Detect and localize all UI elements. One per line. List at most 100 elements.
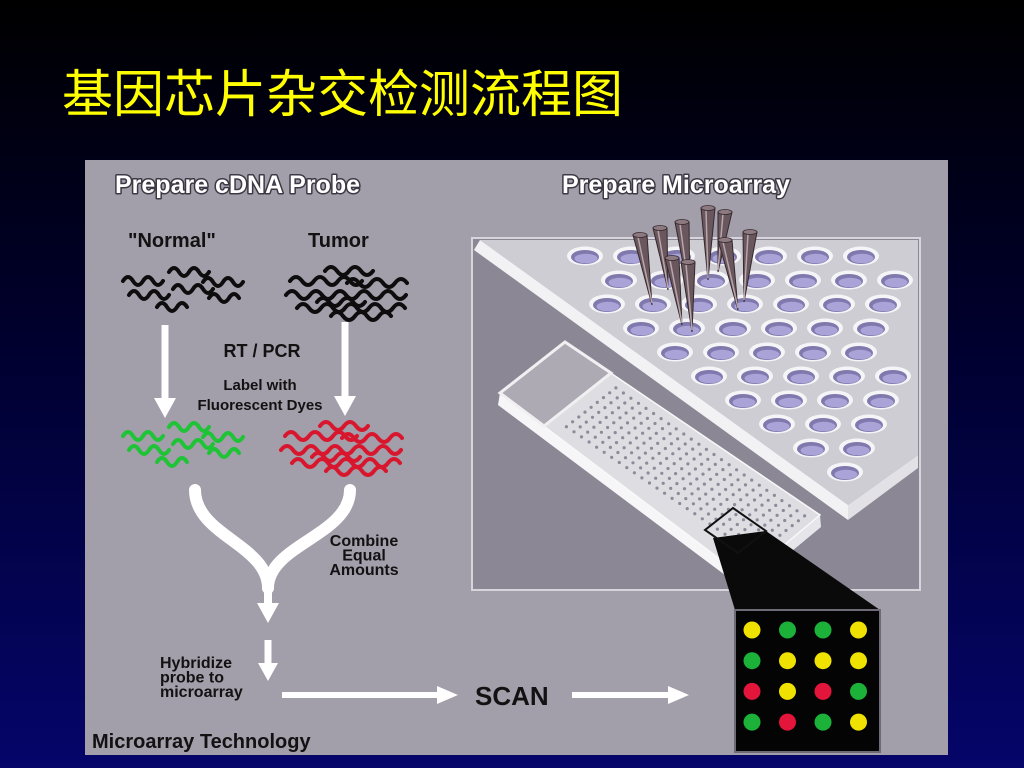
- slide-spot: [691, 502, 696, 506]
- plate-side-face: [474, 240, 848, 520]
- slide-spot: [625, 466, 629, 470]
- slide-spot: [692, 457, 696, 461]
- microwell-plate: [474, 240, 918, 520]
- slide-spot: [735, 522, 739, 527]
- slide-spot: [713, 462, 717, 466]
- slide-spot: [686, 462, 690, 466]
- combine-step-line-3: Amounts: [329, 562, 398, 579]
- pipette-tip: [742, 229, 758, 303]
- slide-spot: [706, 457, 710, 461]
- pipette-tip: [632, 232, 653, 306]
- flow-arrows: [154, 322, 689, 704]
- slide-spot: [667, 476, 672, 480]
- slide-spot: [699, 507, 703, 511]
- plate-well: [737, 366, 773, 386]
- well-liquid: [732, 397, 756, 408]
- slide-spot: [657, 451, 661, 455]
- pipette-tip-opening: [674, 219, 690, 225]
- slide-spot: [627, 431, 631, 435]
- slide-spot: [783, 518, 787, 523]
- slide-spot: [796, 519, 801, 523]
- slide-spot: [774, 503, 778, 507]
- scan-spot-yellow: [850, 621, 867, 639]
- slide-spot: [675, 482, 679, 486]
- slide-spot: [645, 416, 650, 420]
- slide-spot: [663, 446, 667, 451]
- well-liquid: [836, 373, 860, 384]
- well-liquid: [734, 301, 758, 312]
- slide-spot: [766, 498, 770, 502]
- pipette-tip-opening: [742, 229, 758, 235]
- slide-spot: [604, 415, 608, 420]
- slide-spot: [789, 514, 793, 518]
- slide-spot: [731, 493, 735, 497]
- slide-spot: [670, 496, 674, 500]
- pipette-tip: [717, 237, 739, 311]
- prepare-microarray-heading: Prepare Microarray: [562, 171, 790, 199]
- scan-label: SCAN: [475, 681, 549, 711]
- slide-spot: [690, 492, 694, 496]
- slide-spot: [660, 427, 665, 431]
- hybridize-step-line-1: Hybridize: [160, 655, 232, 672]
- plate-well: [817, 390, 853, 410]
- slide-spot: [651, 456, 655, 460]
- slide-spot: [684, 497, 688, 501]
- slide-spot: [803, 514, 807, 518]
- well-liquid: [596, 301, 620, 312]
- well-liquid: [768, 325, 792, 336]
- well-liquid: [778, 397, 802, 408]
- slide-spot: [739, 498, 743, 502]
- slide-spot: [722, 522, 726, 526]
- pipette-tip-opening: [632, 232, 648, 238]
- slide-spot: [723, 532, 727, 536]
- slide-spot: [719, 502, 723, 506]
- well-liquid: [824, 397, 848, 408]
- slide-spot: [642, 441, 646, 445]
- slide-spot: [599, 430, 604, 434]
- slide-spot: [772, 493, 777, 497]
- slide-spot: [725, 497, 729, 502]
- slide-spot: [656, 441, 660, 445]
- slide-spot: [737, 488, 742, 492]
- plate-well: [693, 270, 729, 290]
- pipette-tips: [632, 205, 758, 333]
- well-liquid: [872, 301, 896, 312]
- scan-spot-red: [743, 682, 761, 700]
- well-liquid: [630, 325, 654, 336]
- slide-spot: [776, 523, 781, 527]
- slide-spot: [602, 450, 606, 454]
- slide-spot: [572, 430, 576, 434]
- plate-well: [773, 294, 809, 314]
- slide-spot: [622, 446, 626, 450]
- slide-spot: [745, 493, 749, 497]
- slide-spot: [701, 472, 705, 476]
- slide-spot: [695, 477, 699, 481]
- glass-slide: [497, 340, 822, 590]
- slide-spot: [617, 460, 621, 465]
- slide-spot: [654, 476, 658, 480]
- slide-spot: [696, 487, 700, 491]
- slide-spot: [658, 461, 663, 465]
- well-liquid: [758, 253, 782, 264]
- slide-spot: [607, 435, 611, 440]
- slide-spot: [716, 482, 720, 486]
- zoom-wedge: [713, 531, 880, 610]
- scan-spot-yellow: [814, 652, 832, 670]
- combine-merge-arrow: [189, 484, 356, 623]
- slide-spot: [778, 533, 782, 537]
- slide-spot: [660, 471, 664, 475]
- plate-well: [797, 246, 833, 266]
- slide-spot: [649, 446, 654, 450]
- slide-spot: [710, 487, 714, 491]
- well-liquid: [882, 373, 906, 384]
- scan-spot-yellow: [850, 713, 867, 731]
- scan-spot-green: [814, 621, 832, 639]
- well-liquid: [790, 373, 814, 384]
- pipette-tip-opening: [700, 205, 716, 211]
- slide-spot: [608, 445, 613, 449]
- slide-spot: [721, 468, 725, 472]
- pipette-tip: [680, 259, 696, 333]
- slide-spot: [740, 508, 744, 512]
- slide-spot: [647, 426, 651, 430]
- pipette-tip-highlight: [705, 209, 709, 279]
